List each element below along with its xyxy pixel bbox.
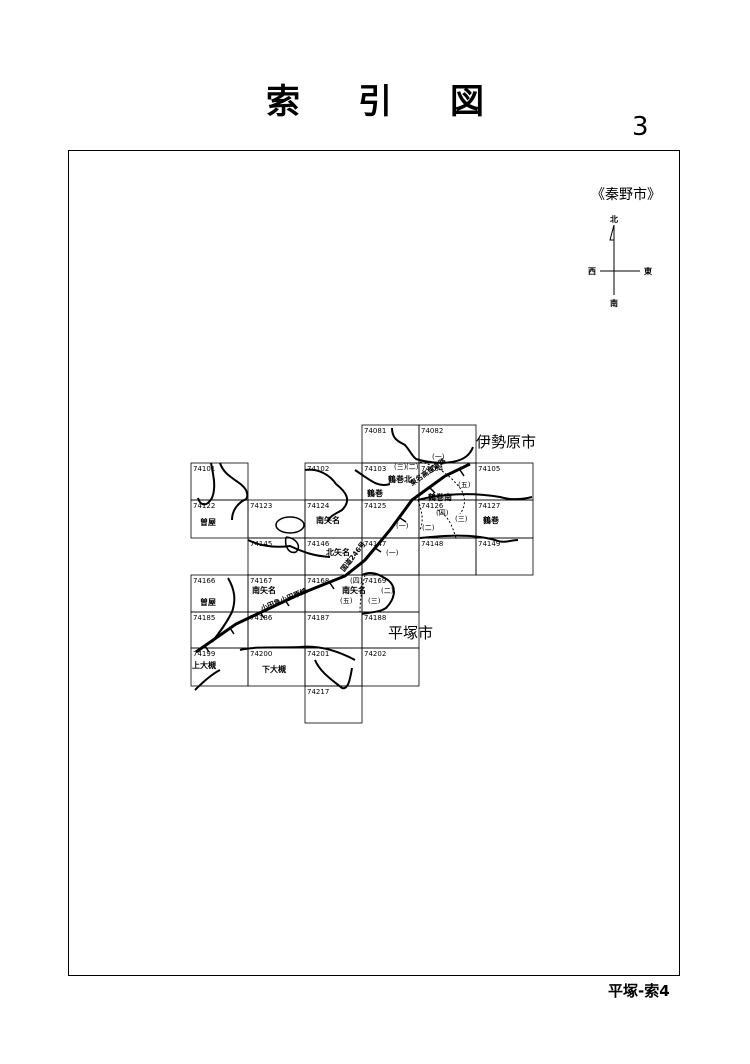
map-frame — [68, 150, 680, 976]
tile-border — [304, 685, 363, 724]
tile-id: 74127 — [478, 502, 500, 510]
district-mark: (四) — [350, 577, 363, 585]
map-tile[interactable]: 74101 — [190, 462, 249, 501]
district-mark: (五) — [340, 597, 353, 605]
tile-id: 74124 — [307, 502, 330, 510]
tile-grid: 74081 74082 74101 74102 74103 74104 74105 74122… — [190, 424, 534, 724]
district-marks: (一) (一) (一) (二) (二) (二) (三) (三) (三) (四) … — [340, 453, 471, 605]
tile-id: 74167 — [250, 577, 272, 585]
place-name: 曽屋 — [200, 517, 216, 527]
district-mark: (二) — [422, 524, 435, 532]
map-tile[interactable]: 74081 — [361, 424, 420, 464]
district-mark: (三) — [455, 515, 468, 523]
tile-id: 74188 — [364, 614, 386, 622]
tile-id: 74101 — [193, 465, 215, 473]
place-name: 南矢名 — [252, 585, 276, 595]
place-names: 曽屋 曽屋 南矢名 北矢名 南矢名 南矢名 鶴巻 鶴巻 鶴巻北 鶴巻南 上大槻 … — [192, 474, 499, 674]
compass-north: 北 — [610, 214, 618, 224]
district-mark: (三) — [368, 597, 381, 605]
tile-id: 74126 — [421, 502, 444, 510]
tile-id: 74202 — [364, 650, 386, 658]
compass-icon: 北 南 東 西 — [588, 214, 652, 308]
tile-id: 74201 — [307, 650, 329, 658]
hiratsuka-city-label: 平塚市 — [388, 624, 433, 642]
tile-id: 74104 — [421, 465, 444, 473]
tile-id: 74102 — [307, 465, 329, 473]
district-mark: (二) — [406, 463, 419, 471]
page-number: 3 — [632, 112, 649, 142]
district-mark: (一) — [396, 522, 409, 530]
place-name: 曽屋 — [200, 597, 216, 607]
district-mark: (二) — [381, 587, 394, 595]
district-boundaries — [359, 461, 465, 613]
sheet-code: 平塚-索4 — [608, 982, 670, 1000]
tile-id: 74125 — [364, 502, 386, 510]
tile-id: 74122 — [193, 502, 215, 510]
tile-id: 74105 — [478, 465, 500, 473]
tile-id: 74103 — [364, 465, 386, 473]
map-tile[interactable]: 74125 — [361, 499, 420, 539]
map-tile[interactable]: 74217 — [304, 685, 363, 724]
tile-id: 74186 — [250, 614, 273, 622]
tile-id: 74166 — [193, 577, 216, 585]
railway-line — [195, 462, 471, 654]
district-mark: (五) — [458, 481, 471, 489]
tile-id: 74169 — [364, 577, 386, 585]
place-name: 鶴巻南 — [427, 492, 452, 502]
tile-id: 74082 — [421, 427, 443, 435]
place-name: 下大槻 — [262, 664, 286, 674]
map-tile[interactable]: 74186 — [247, 611, 306, 649]
tile-id: 74148 — [421, 540, 443, 548]
place-name: 上大槻 — [192, 660, 216, 670]
tile-id: 74217 — [307, 688, 329, 696]
district-mark: (一) — [386, 549, 399, 557]
municipal-boundaries — [194, 427, 533, 691]
tile-border — [361, 647, 420, 687]
tile-id: 74187 — [307, 614, 329, 622]
tile-id: 74146 — [307, 540, 330, 548]
tile-id: 74081 — [364, 427, 386, 435]
place-name: 南矢名 — [316, 515, 340, 525]
water-features — [275, 516, 305, 554]
tile-id: 74185 — [193, 614, 215, 622]
tile-id: 74149 — [478, 540, 500, 548]
map-tile[interactable]: 74187 — [304, 611, 363, 649]
map-tile[interactable]: 74185 — [190, 611, 249, 649]
compass-south: 南 — [610, 298, 618, 308]
place-name: 鶴巻 — [366, 488, 383, 498]
district-mark: (三) — [394, 463, 407, 471]
place-name: 北矢名 — [326, 547, 350, 557]
tile-id: 74123 — [250, 502, 272, 510]
tile-border — [475, 537, 534, 576]
map-tile[interactable]: 74148 — [418, 537, 477, 576]
compass-west: 西 — [588, 267, 596, 276]
isehara-city-label: 伊勢原市 — [476, 433, 536, 451]
place-name: 鶴巻 — [482, 515, 499, 525]
place-name: 南矢名 — [342, 585, 366, 595]
compass-east: 東 — [644, 266, 652, 276]
tile-id: 74200 — [250, 650, 272, 658]
map-tile[interactable]: 74202 — [361, 647, 420, 687]
city-label: 《秦野市》 — [591, 186, 661, 203]
tile-id: 74199 — [193, 650, 215, 658]
district-mark: (一) — [432, 453, 445, 461]
place-name: 鶴巻北 — [387, 474, 412, 484]
district-mark: (四) — [436, 509, 449, 517]
tile-id: 74147 — [364, 540, 386, 548]
tile-id: 74168 — [307, 577, 329, 585]
map-tile[interactable]: 74082 — [418, 424, 477, 464]
map-tile[interactable]: 74149 — [475, 537, 534, 576]
page-title: 索引図 — [266, 82, 542, 122]
